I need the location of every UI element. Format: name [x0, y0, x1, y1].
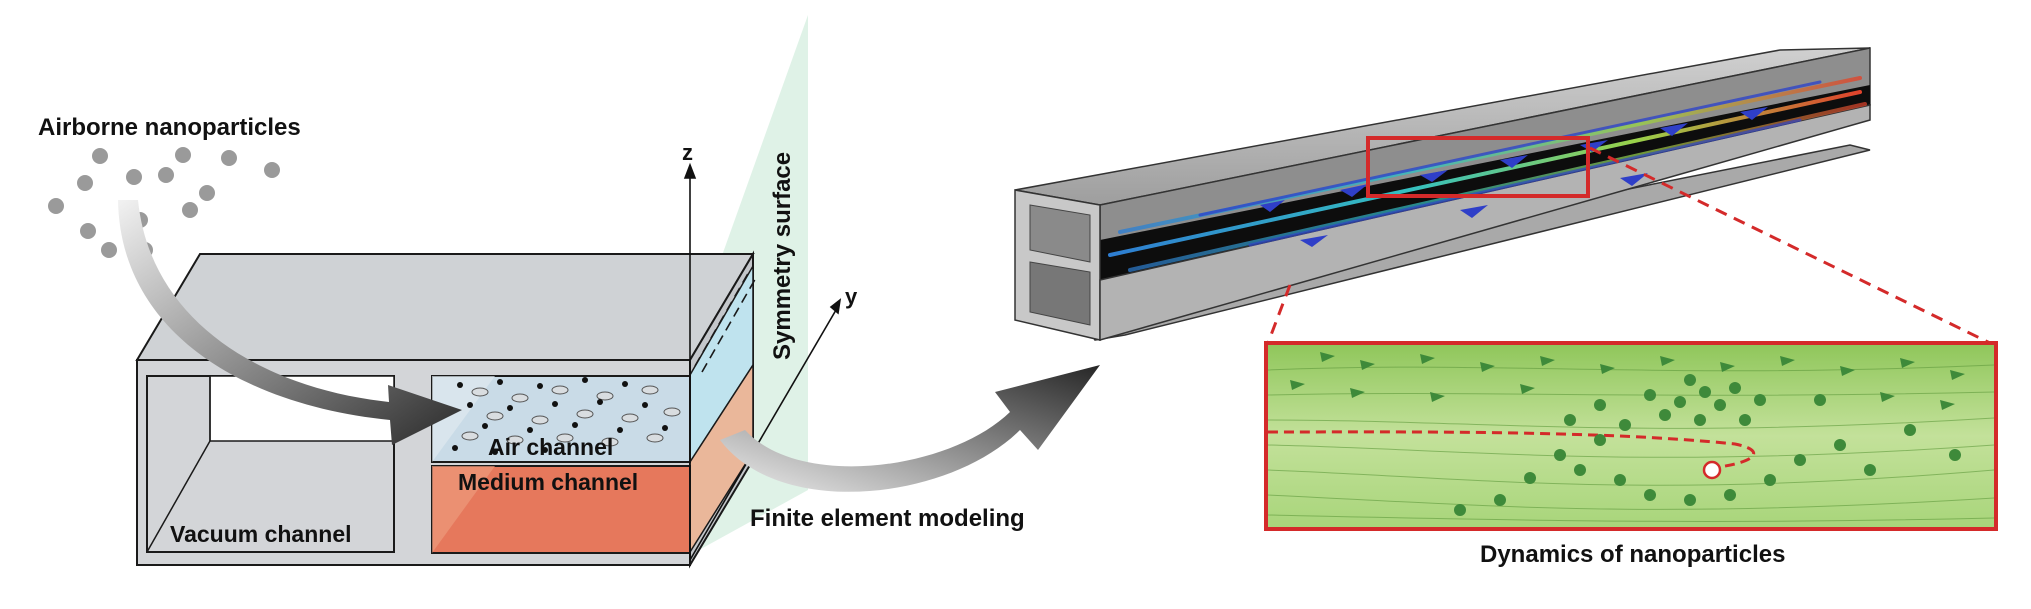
fem-label: Finite element modeling: [750, 505, 1025, 532]
z-axis-label: z: [682, 140, 693, 165]
vacuum-channel: [146, 375, 395, 553]
vacuum-channel-label: Vacuum channel: [170, 521, 352, 547]
symmetry-surface-label: Symmetry surface: [769, 152, 796, 360]
zoom-connector-left: [1266, 284, 1292, 344]
y-axis-label: y: [845, 284, 858, 309]
tracked-particle: [1702, 460, 1722, 480]
medium-channel-label: Medium channel: [458, 469, 638, 495]
airborne-nanoparticles-label: Airborne nanoparticles: [38, 114, 301, 141]
air-channel-label: Air channel: [488, 434, 613, 460]
device-top-face: [135, 253, 755, 361]
air-channel-dots: [452, 377, 668, 455]
flow-streamlines: [1108, 76, 1867, 272]
air-channel-particles: [461, 385, 681, 447]
axes: [683, 162, 842, 561]
duct-highlight-box: [1366, 136, 1590, 198]
zoom-panel: [1264, 341, 1998, 531]
airborne-nanoparticles: [48, 147, 280, 258]
zoom-particles: [1290, 352, 1965, 516]
zoom-connector-right: [1589, 146, 1991, 345]
fem-arrow: [720, 365, 1100, 492]
duct-simulation: [1014, 47, 1871, 341]
dynamics-label: Dynamics of nanoparticles: [1480, 541, 1785, 568]
device-schematic: z y Symmetry surface Air channel Medium …: [135, 15, 858, 569]
particle-trajectory: [1267, 430, 1756, 470]
inflow-arrow: [118, 200, 462, 445]
